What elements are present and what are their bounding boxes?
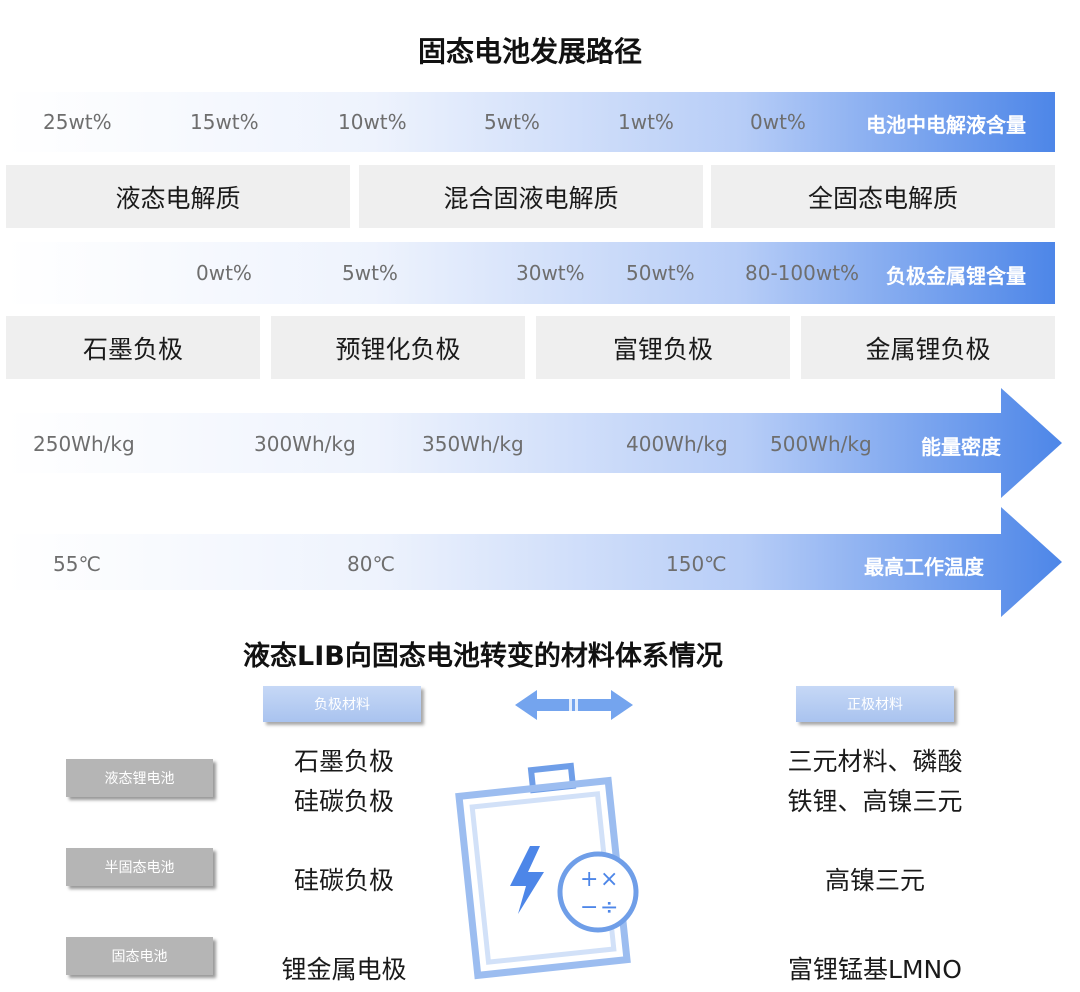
lithium-label: 30wt%	[516, 261, 585, 285]
lithium-label: 50wt%	[626, 261, 695, 285]
electrolyte-label: 0wt%	[750, 110, 806, 134]
electrolyte-label: 5wt%	[484, 110, 540, 134]
lithium-content-band: 0wt% 5wt% 30wt% 50wt% 80-100wt% 负极金属锂含量	[6, 242, 1055, 304]
temperature-label: 55℃	[53, 552, 101, 576]
energy-label: 250Wh/kg	[33, 432, 135, 456]
electrolyte-label: 15wt%	[190, 110, 259, 134]
battery-type-label: 液态锂电池	[66, 759, 213, 797]
svg-text:+: +	[580, 867, 598, 892]
electrolyte-band-title: 电池中电解液含量	[866, 113, 1026, 137]
electrolyte-type-box: 液态电解质	[6, 165, 350, 228]
anode-text: 硅碳负极	[293, 787, 394, 816]
cathode-text: 铁锂、高镍三元	[787, 787, 963, 816]
lithium-band-title: 负极金属锂含量	[886, 264, 1026, 288]
cathode-text: 富锂锰基LMNO	[788, 955, 962, 984]
electrolyte-label: 10wt%	[338, 110, 407, 134]
cathode-material-header: 正极材料	[796, 686, 954, 722]
energy-label: 300Wh/kg	[254, 432, 356, 456]
anode-cell: 石墨负极 硅碳负极	[255, 742, 433, 822]
battery-type-label: 半固态电池	[66, 848, 213, 886]
anode-type-box: 金属锂负极	[801, 316, 1055, 379]
anode-material-header: 负极材料	[263, 686, 421, 722]
lithium-label: 5wt%	[342, 261, 398, 285]
temperature-arrow	[6, 507, 1062, 617]
anode-type-box: 预锂化负极	[271, 316, 525, 379]
svg-text:÷: ÷	[600, 895, 618, 920]
lithium-label: 80-100wt%	[745, 261, 860, 285]
temperature-label: 80℃	[347, 552, 395, 576]
double-arrow-icon	[515, 690, 633, 720]
lithium-label: 0wt%	[196, 261, 252, 285]
energy-label: 500Wh/kg	[770, 432, 872, 456]
math-symbols-icon: + × − ÷	[557, 851, 639, 933]
battery-type-label: 固态电池	[66, 937, 213, 975]
anode-type-box: 石墨负极	[6, 316, 260, 379]
anode-text: 石墨负极	[293, 747, 394, 776]
electrolyte-type-box: 混合固液电解质	[359, 165, 703, 228]
electrolyte-content-band: 25wt% 15wt% 10wt% 5wt% 1wt% 0wt% 电池中电解液含…	[6, 92, 1055, 152]
energy-arrow-title: 能量密度	[921, 435, 1001, 459]
energy-label: 400Wh/kg	[626, 432, 728, 456]
battery-charge-icon: + × − ÷	[455, 762, 639, 980]
electrolyte-label: 25wt%	[43, 110, 112, 134]
energy-density-arrow	[6, 388, 1062, 498]
page-title: 固态电池发展路径	[417, 35, 642, 68]
electrolyte-label: 1wt%	[618, 110, 674, 134]
anode-cell: 硅碳负极	[255, 861, 433, 901]
temperature-arrow-title: 最高工作温度	[864, 555, 984, 579]
section-subtitle: 液态LIB向固态电池转变的材料体系情况	[243, 641, 723, 672]
svg-text:×: ×	[600, 867, 618, 892]
energy-label: 350Wh/kg	[422, 432, 524, 456]
svg-text:−: −	[580, 895, 598, 920]
anode-text: 硅碳负极	[293, 866, 394, 895]
cathode-text: 三元材料、磷酸	[787, 747, 963, 776]
anode-type-box: 富锂负极	[536, 316, 790, 379]
cathode-cell: 高镍三元	[745, 861, 1005, 901]
anode-text: 锂金属电极	[281, 955, 407, 984]
electrolyte-type-box: 全固态电解质	[711, 165, 1055, 228]
cathode-cell: 富锂锰基LMNO	[745, 950, 1005, 990]
cathode-text: 高镍三元	[824, 866, 925, 895]
cathode-cell: 三元材料、磷酸 铁锂、高镍三元	[745, 742, 1005, 822]
temperature-label: 150℃	[666, 552, 727, 576]
anode-cell: 锂金属电极	[255, 950, 433, 990]
